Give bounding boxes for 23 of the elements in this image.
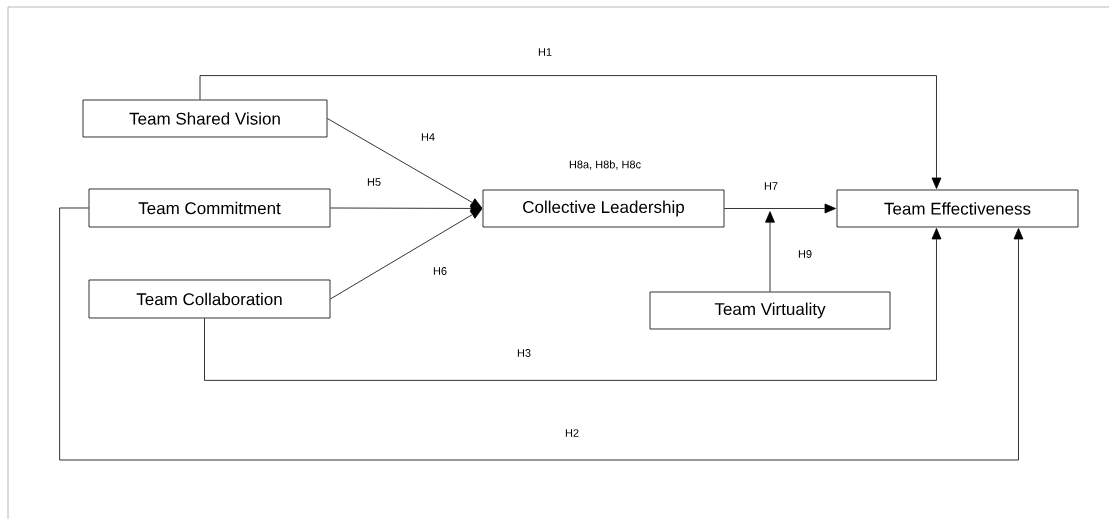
arrow <box>330 203 482 214</box>
edge-label: H9 <box>796 249 814 259</box>
arrow <box>765 211 775 292</box>
construct-box: Team Effectiveness <box>836 189 1079 228</box>
edge-label: H2 <box>564 428 581 438</box>
edge-label: H3 <box>515 348 533 358</box>
arrow <box>199 75 942 189</box>
arrow <box>204 228 942 381</box>
edge-label: H5 <box>366 177 383 187</box>
construct-box: Collective Leadership <box>482 189 725 228</box>
arrow <box>327 118 483 209</box>
edge-label: H1 <box>536 47 554 57</box>
edge-label: H4 <box>420 132 437 142</box>
arrow <box>59 207 1024 461</box>
construct-box: Team Collaboration <box>88 279 331 319</box>
construct-box: Team Shared Vision <box>82 99 328 138</box>
edge-label: H6 <box>432 266 449 276</box>
arrow <box>330 208 483 300</box>
hypothesis-label: H8a, H8b, H8c <box>569 160 641 170</box>
construct-box: Team Commitment <box>88 188 331 228</box>
construct-box: Team Virtuality <box>649 291 891 330</box>
edge-label: H7 <box>762 181 780 191</box>
arrow <box>724 203 836 214</box>
